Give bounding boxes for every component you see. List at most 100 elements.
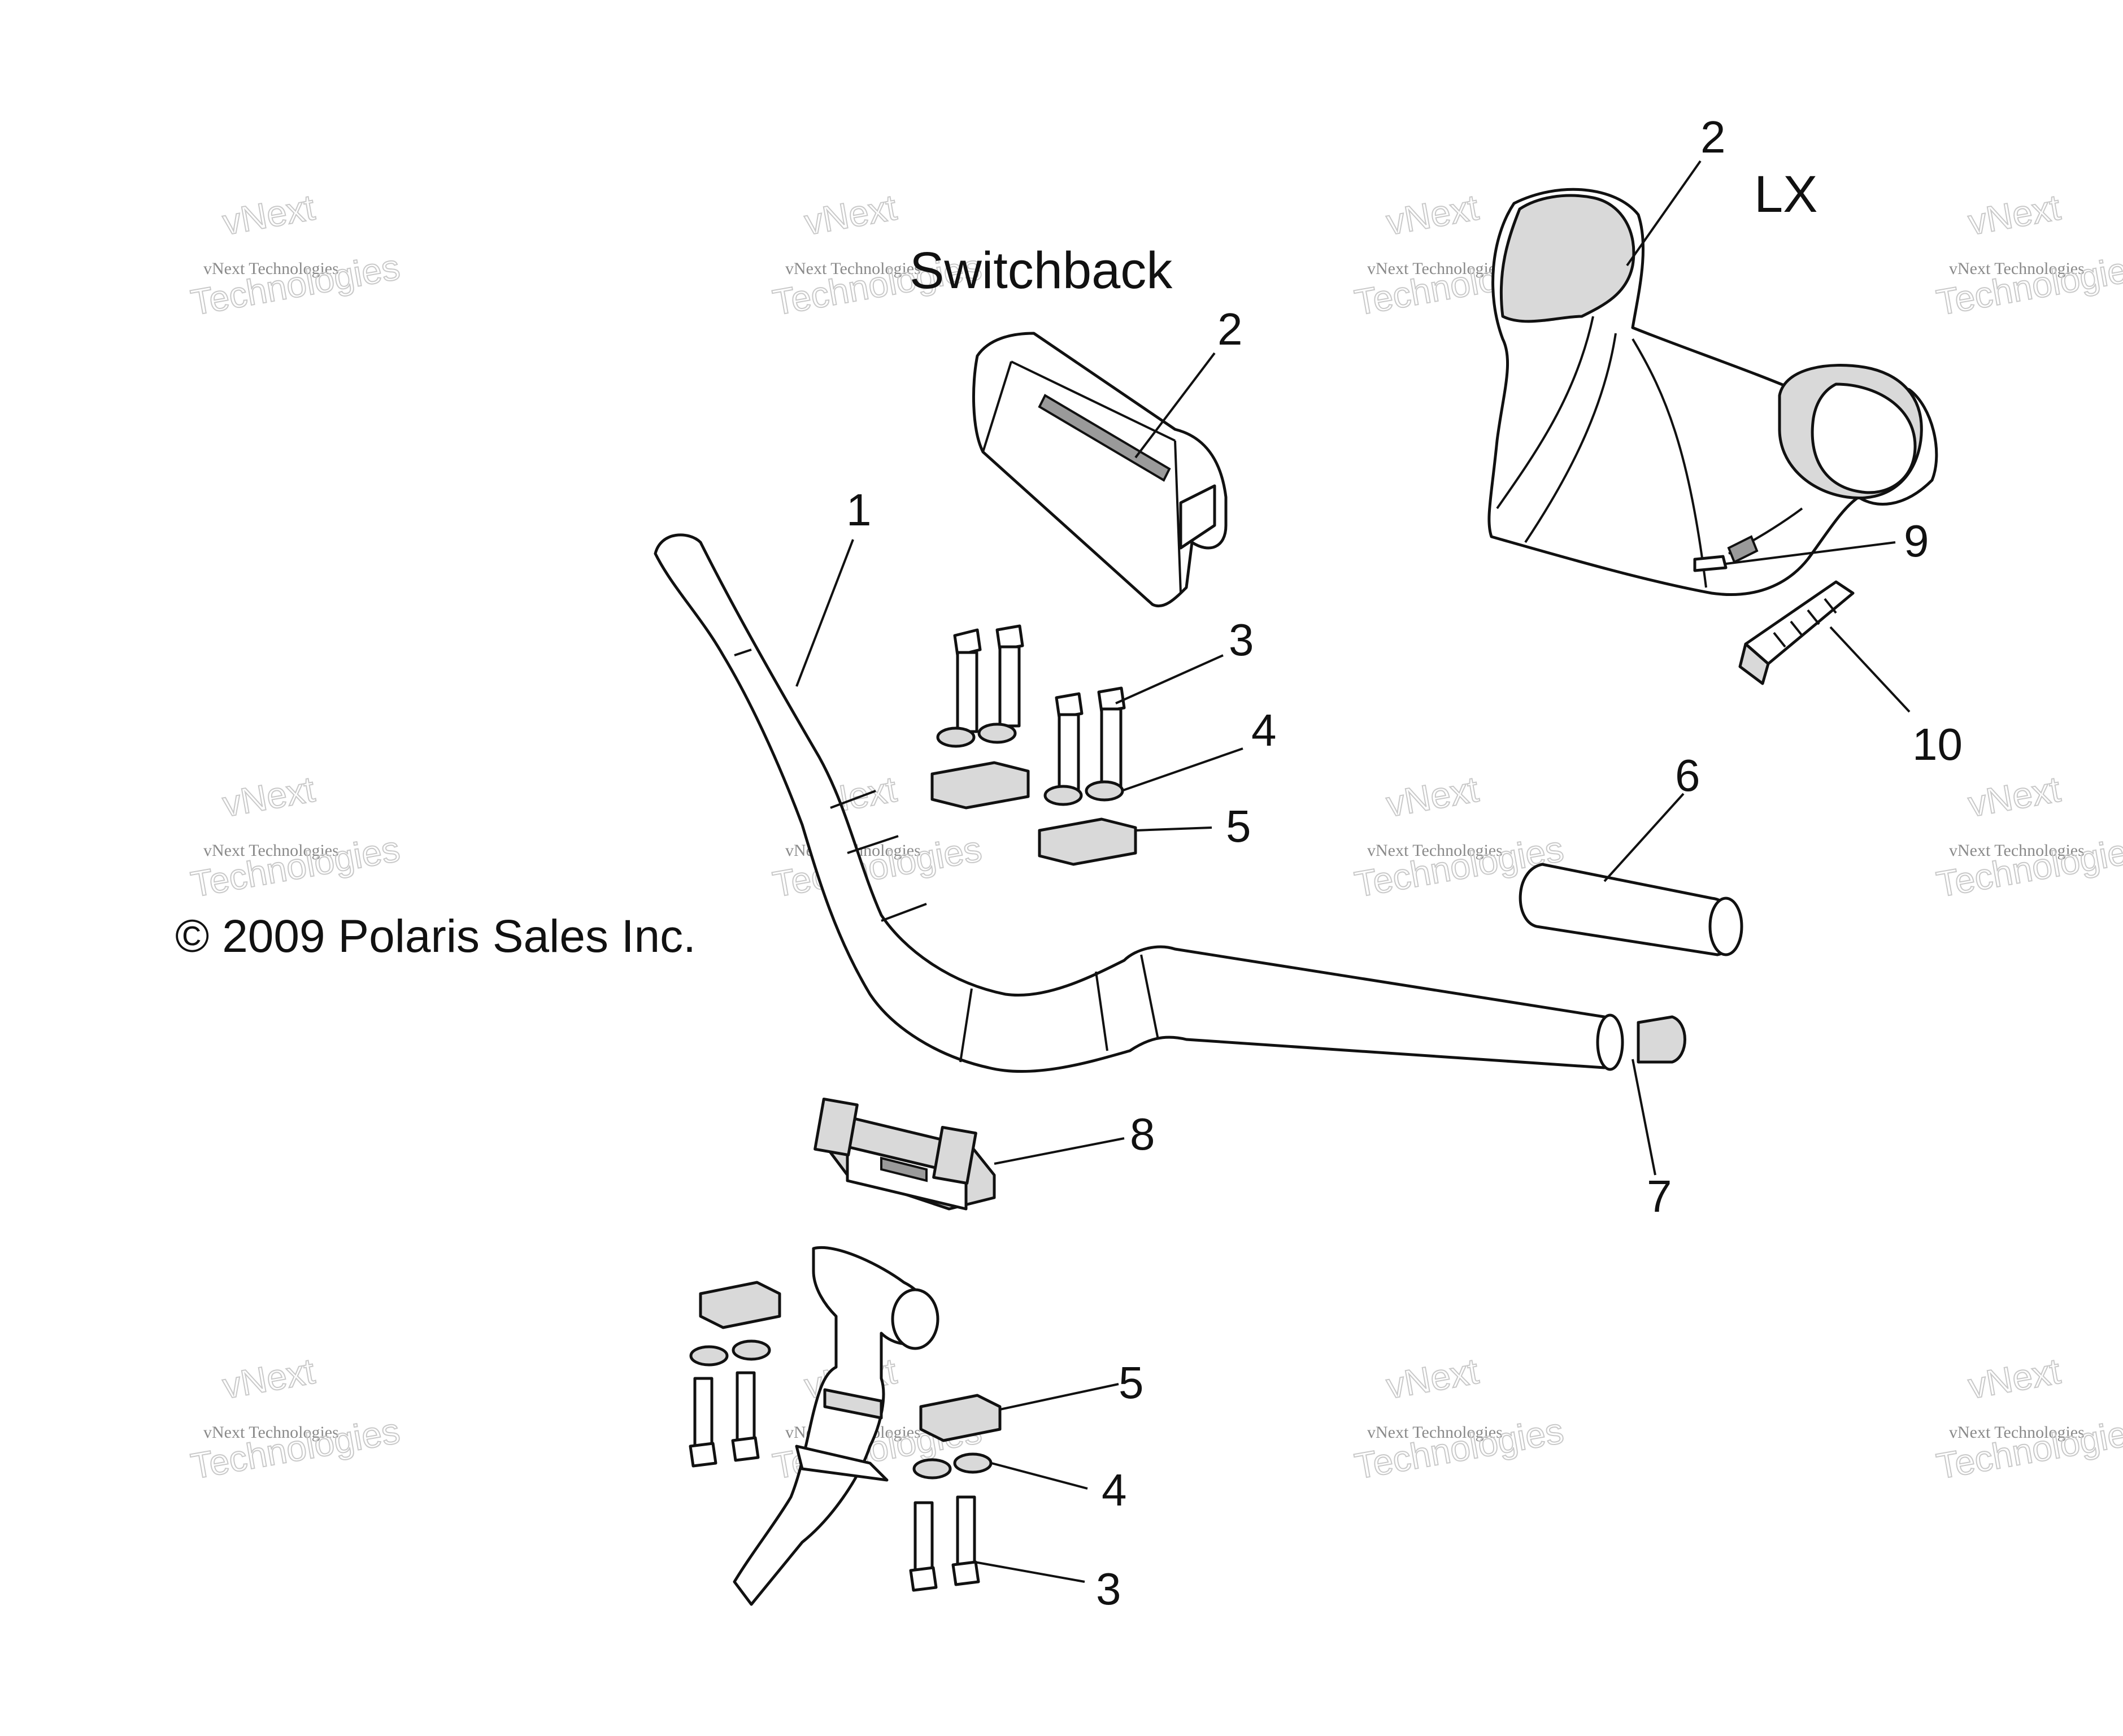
callout-3-lower: 3 xyxy=(1096,1564,1121,1614)
callout-10: 10 xyxy=(1912,719,1963,769)
leader-2-switchback xyxy=(1134,352,1216,459)
watermark: vNext vNext Technologies Technologies xyxy=(1933,768,2123,906)
watermark-small: vNext Technologies xyxy=(203,1423,339,1442)
watermark-big-a: vNext xyxy=(802,187,900,243)
washer xyxy=(1085,780,1124,802)
bolt-set-upper xyxy=(953,624,1126,795)
washer xyxy=(953,1452,993,1474)
washer xyxy=(732,1339,771,1361)
washer xyxy=(977,723,1017,744)
washer xyxy=(689,1345,729,1367)
callout-7: 7 xyxy=(1647,1171,1672,1221)
bolt xyxy=(689,1377,717,1468)
bolt xyxy=(1097,686,1126,790)
switchback-label: Switchback xyxy=(910,242,1173,299)
callout-2-lx: 2 xyxy=(1700,112,1726,162)
clamp-set-upper xyxy=(930,761,1137,866)
leader-7 xyxy=(1632,1059,1656,1176)
watermark-small: vNext Technologies xyxy=(203,259,339,278)
watermark: vNext vNext Technologies Technologies xyxy=(188,186,403,324)
watermark-small: vNext Technologies xyxy=(1949,841,2085,860)
watermark-big-b: Technologies xyxy=(1934,246,2123,323)
watermark: vNext vNext Technologies Technologies xyxy=(188,1350,403,1487)
watermark-big-b: Technologies xyxy=(1934,828,2123,905)
watermark-small: vNext Technologies xyxy=(1949,259,2085,278)
bolt xyxy=(995,624,1024,728)
washer xyxy=(912,1458,952,1480)
callout-3-upper: 3 xyxy=(1229,615,1254,665)
leader-2-lx xyxy=(1626,160,1702,267)
watermark: vNext vNext Technologies Technologies xyxy=(1933,1350,2123,1487)
washer-set-upper xyxy=(936,723,1124,806)
watermark-big-a: vNext xyxy=(220,1351,318,1407)
leader-8 xyxy=(994,1137,1125,1165)
watermark-small: vNext Technologies xyxy=(1367,259,1503,278)
clamp-set-lower xyxy=(699,1281,1002,1442)
leader-lines xyxy=(795,160,1911,1583)
clamp xyxy=(919,1394,1002,1442)
clamp xyxy=(699,1281,781,1329)
watermark-big-b: Technologies xyxy=(188,1410,403,1487)
leader-5-lower xyxy=(999,1383,1119,1411)
watermark-big-b: Technologies xyxy=(1934,1410,2123,1487)
bolt xyxy=(1055,692,1084,795)
leader-4-upper xyxy=(1121,747,1243,792)
leader-10 xyxy=(1829,626,1911,713)
washer xyxy=(936,726,976,748)
riser-block xyxy=(813,1097,996,1211)
leader-5-upper xyxy=(1135,826,1212,832)
callout-2-switchback: 2 xyxy=(1217,304,1243,354)
leader-3-lower xyxy=(974,1561,1085,1583)
watermark: vNext vNext Technologies Technologies xyxy=(188,768,403,906)
watermark-big-a: vNext xyxy=(1384,187,1482,243)
watermark-big-a: vNext xyxy=(220,187,318,243)
connector xyxy=(1738,580,1855,685)
callout-4-lower: 4 xyxy=(1102,1465,1127,1515)
watermark-big-a: vNext xyxy=(1965,187,2064,243)
watermark-small: vNext Technologies xyxy=(1367,841,1503,860)
watermark-big-a: vNext xyxy=(1384,769,1482,825)
washer xyxy=(1043,785,1083,806)
watermark-big-a: vNext xyxy=(220,769,318,825)
watermark-small: vNext Technologies xyxy=(1367,1423,1503,1442)
bolt xyxy=(953,628,982,733)
switchback-bar-pad xyxy=(972,332,1228,608)
callout-1: 1 xyxy=(846,485,872,535)
copyright-notice: © 2009 Polaris Sales Inc. xyxy=(175,911,696,962)
watermark-big-b: Technologies xyxy=(188,246,403,323)
watermark-small: vNext Technologies xyxy=(1949,1423,2085,1442)
leader-3-upper xyxy=(1115,654,1224,704)
bolt-set-lower xyxy=(689,1371,980,1592)
watermark-big-a: vNext xyxy=(1384,1351,1482,1407)
watermark: vNext vNext Technologies Technologies xyxy=(1933,186,2123,324)
watermark-small: vNext Technologies xyxy=(203,841,339,860)
callout-4-upper: 4 xyxy=(1251,705,1277,755)
callout-8: 8 xyxy=(1130,1109,1155,1159)
watermark-big-a: vNext xyxy=(1965,1351,2064,1407)
bar-end-plug xyxy=(1637,1015,1686,1064)
bolt xyxy=(909,1501,938,1592)
handlebar xyxy=(654,533,1624,1073)
callout-5-lower: 5 xyxy=(1119,1358,1144,1408)
callout-5-upper: 5 xyxy=(1226,801,1251,851)
watermark-big-b: Technologies xyxy=(188,828,403,905)
callout-6: 6 xyxy=(1675,750,1700,800)
leader-6 xyxy=(1603,793,1685,882)
watermark-big-b: Technologies xyxy=(1352,1410,1567,1487)
clamp xyxy=(1038,817,1137,866)
bolt xyxy=(731,1371,760,1462)
leader-4-lower xyxy=(991,1462,1088,1490)
screw xyxy=(1693,555,1728,572)
lx-label: LX xyxy=(1754,166,1818,223)
bolt xyxy=(951,1495,980,1586)
washer-set-lower xyxy=(689,1339,993,1480)
watermark: vNext vNext Technologies Technologies xyxy=(1351,1350,1567,1487)
callout-numbers: 1 2 2 3 4 5 6 7 8 9 10 5 4 3 xyxy=(846,112,1963,1614)
clamp xyxy=(930,761,1030,810)
hand-grip xyxy=(1519,863,1743,956)
watermark-big-a: vNext xyxy=(1965,769,2064,825)
watermark-big-b: Technologies xyxy=(770,828,985,905)
steering-post xyxy=(733,1246,939,1606)
